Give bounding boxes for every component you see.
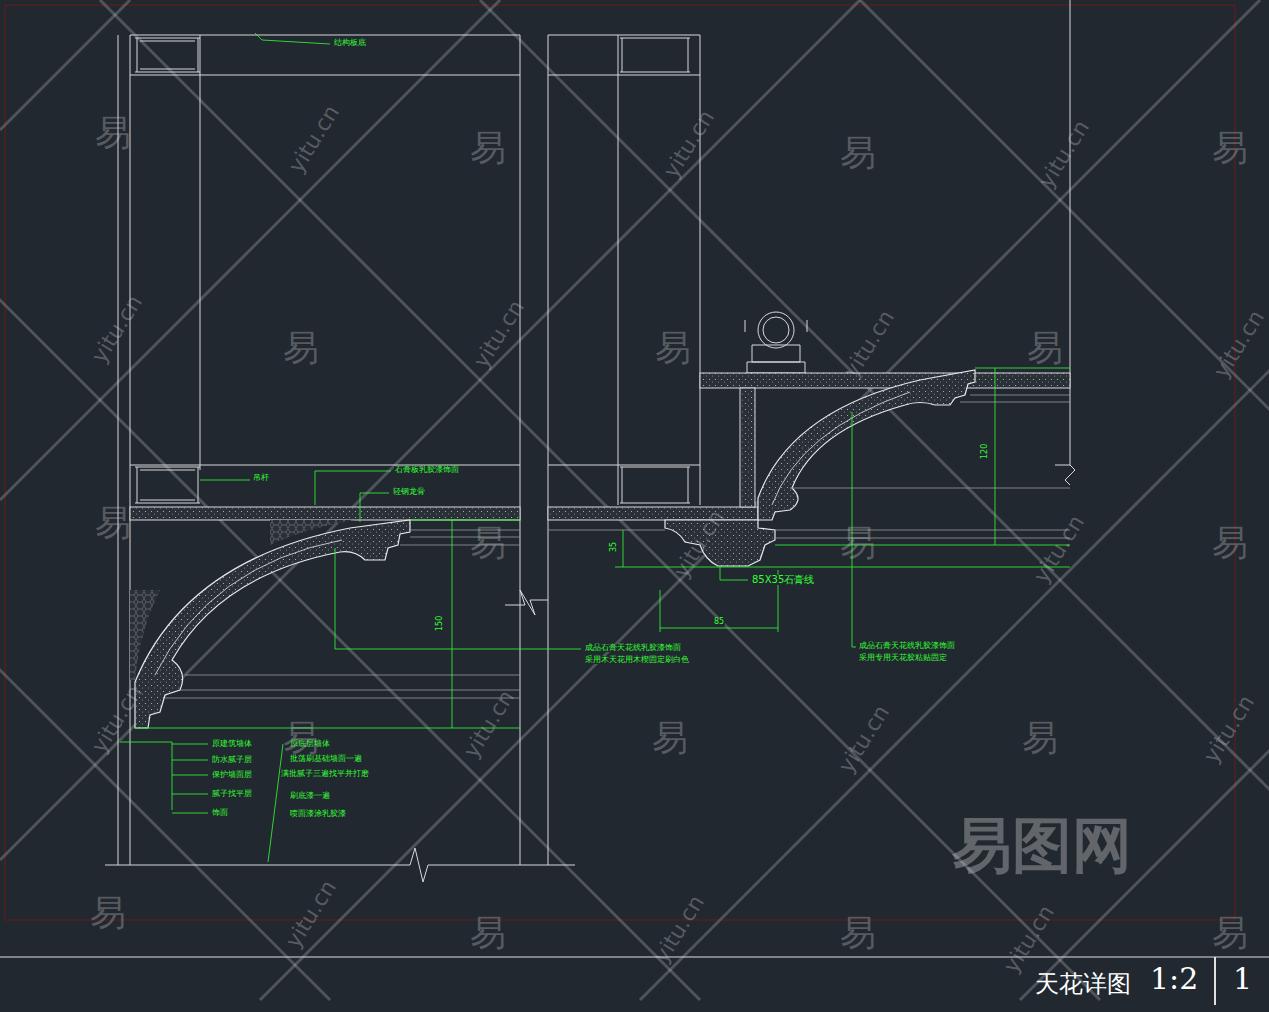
dimension: 85 <box>713 618 725 626</box>
watermark: yitu.cn <box>88 292 146 367</box>
layer-note: 原底层墙体 <box>289 740 331 748</box>
watermark: 易 <box>95 505 131 541</box>
watermark: yitu.cn <box>1210 307 1268 382</box>
drawing-number: 1 <box>1233 964 1252 994</box>
watermark: 易 <box>470 130 506 166</box>
dimension: 35 <box>610 541 618 553</box>
watermark: 易 <box>470 525 506 561</box>
watermark: yitu.cn <box>1000 902 1058 977</box>
watermark: 易 <box>1212 915 1248 951</box>
layer-note: 腻子找平层 <box>211 790 253 798</box>
watermark: yitu.cn <box>1030 512 1088 587</box>
watermark: yitu.cn <box>840 307 898 382</box>
watermark: yitu.cn <box>88 682 146 757</box>
dimension: 120 <box>981 443 989 460</box>
watermark: 易 <box>840 525 876 561</box>
watermark: 易 <box>90 895 126 931</box>
layer-note: 原建筑墙体 <box>211 740 253 748</box>
layer-note: 保护墙面层 <box>211 771 253 779</box>
watermark: 易 <box>1027 330 1063 366</box>
layer-note: 饰面 <box>211 809 229 817</box>
watermark: yitu.cn <box>460 687 518 762</box>
note: 吊杆 <box>252 474 270 482</box>
layer-note: 刷底漆一遍 <box>289 792 331 800</box>
watermark: yitu.cn <box>282 877 340 952</box>
note: 成品石膏天花线乳胶漆饰面 <box>858 642 956 650</box>
note: 轻钢龙骨 <box>392 488 426 496</box>
watermark-logo: 易图网 <box>952 815 1132 875</box>
note: 成品石膏天花线乳胶漆饰面 <box>584 644 682 652</box>
watermark: 易 <box>1212 130 1248 166</box>
note: 石膏板乳胶漆饰面 <box>394 466 460 474</box>
note: 结构板底 <box>333 39 367 47</box>
layer-note: 满批腻子三遍找平并打磨 <box>280 770 370 778</box>
watermark: yitu.cn <box>650 892 708 967</box>
watermark: 易 <box>283 720 319 756</box>
drawing-scale: 1:2 <box>1150 964 1198 994</box>
watermark: 易 <box>652 720 688 756</box>
watermark: yitu.cn <box>660 107 718 182</box>
watermark: 易 <box>283 330 319 366</box>
watermark: yitu.cn <box>670 507 728 582</box>
watermark: yitu.cn <box>835 702 893 777</box>
watermark: 易 <box>470 915 506 951</box>
layer-note: 批荡刷基础墙面一遍 <box>289 755 363 763</box>
watermark: yitu.cn <box>285 102 343 177</box>
watermark: 易 <box>1212 525 1248 561</box>
note: 采用木天花用木楔固定刷白色 <box>584 656 690 664</box>
watermark: 易 <box>840 135 876 171</box>
drawing-title: 天花详图 <box>1035 972 1131 996</box>
watermark: 易 <box>840 915 876 951</box>
watermark: 易 <box>1022 720 1058 756</box>
dimension: 150 <box>436 615 444 632</box>
watermark: yitu.cn <box>1035 117 1093 192</box>
watermark: 易 <box>95 115 131 151</box>
watermark: yitu.cn <box>1200 692 1258 767</box>
note: 采用专用天花胶粘贴固定 <box>858 654 948 662</box>
watermark: yitu.cn <box>470 297 528 372</box>
layer-note: 防水腻子层 <box>211 756 253 764</box>
watermark: 易 <box>655 330 691 366</box>
layer-note: 喷面漆涂乳胶漆 <box>289 810 347 818</box>
part-name: 85X35石膏线 <box>751 575 815 585</box>
